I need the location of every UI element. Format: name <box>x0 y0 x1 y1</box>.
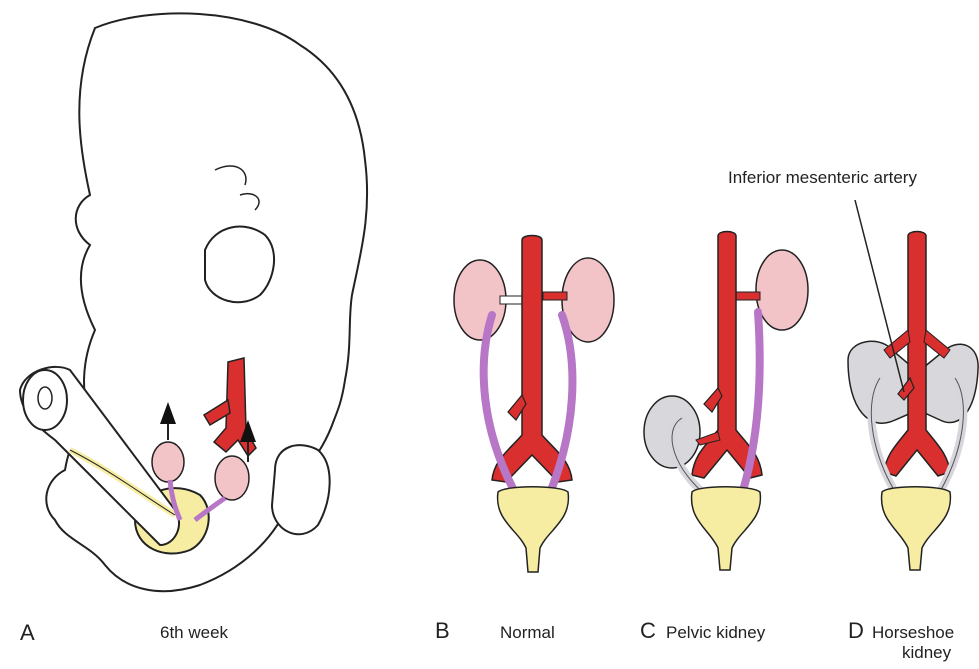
panel-a-caption: 6th week <box>160 623 229 642</box>
panel-a-letter: A <box>20 620 35 645</box>
kidney-a-left <box>152 442 184 482</box>
panel-b-letter: B <box>435 618 450 643</box>
upper-limb-bud <box>205 227 274 303</box>
aorta-b <box>492 236 572 483</box>
renal-artery-b-left <box>500 296 522 304</box>
kidney-b-left <box>454 260 506 340</box>
renal-artery-d-right <box>924 330 950 358</box>
panel-d <box>848 200 978 570</box>
panel-c-letter: C <box>640 618 656 643</box>
cord-lumen <box>38 387 52 409</box>
panel-a <box>20 13 367 591</box>
lower-limb-bud <box>272 445 330 534</box>
ima-label: Inferior mesenteric artery <box>728 168 917 187</box>
panel-d-caption-line1: Horseshoe <box>872 623 954 642</box>
bladder-c <box>692 487 761 570</box>
panel-d-caption-line2: kidney <box>902 643 952 662</box>
bladder-d <box>882 487 951 570</box>
panel-b <box>454 236 614 573</box>
panel-d-letter: D <box>848 618 864 643</box>
kidney-a-right <box>215 456 249 500</box>
renal-artery-b-right <box>543 292 567 300</box>
panel-c-caption: Pelvic kidney <box>666 623 766 642</box>
panel-b-caption: Normal <box>500 623 555 642</box>
panel-c <box>644 232 808 571</box>
bladder-b <box>498 487 569 572</box>
kidney-c-right <box>756 250 808 330</box>
